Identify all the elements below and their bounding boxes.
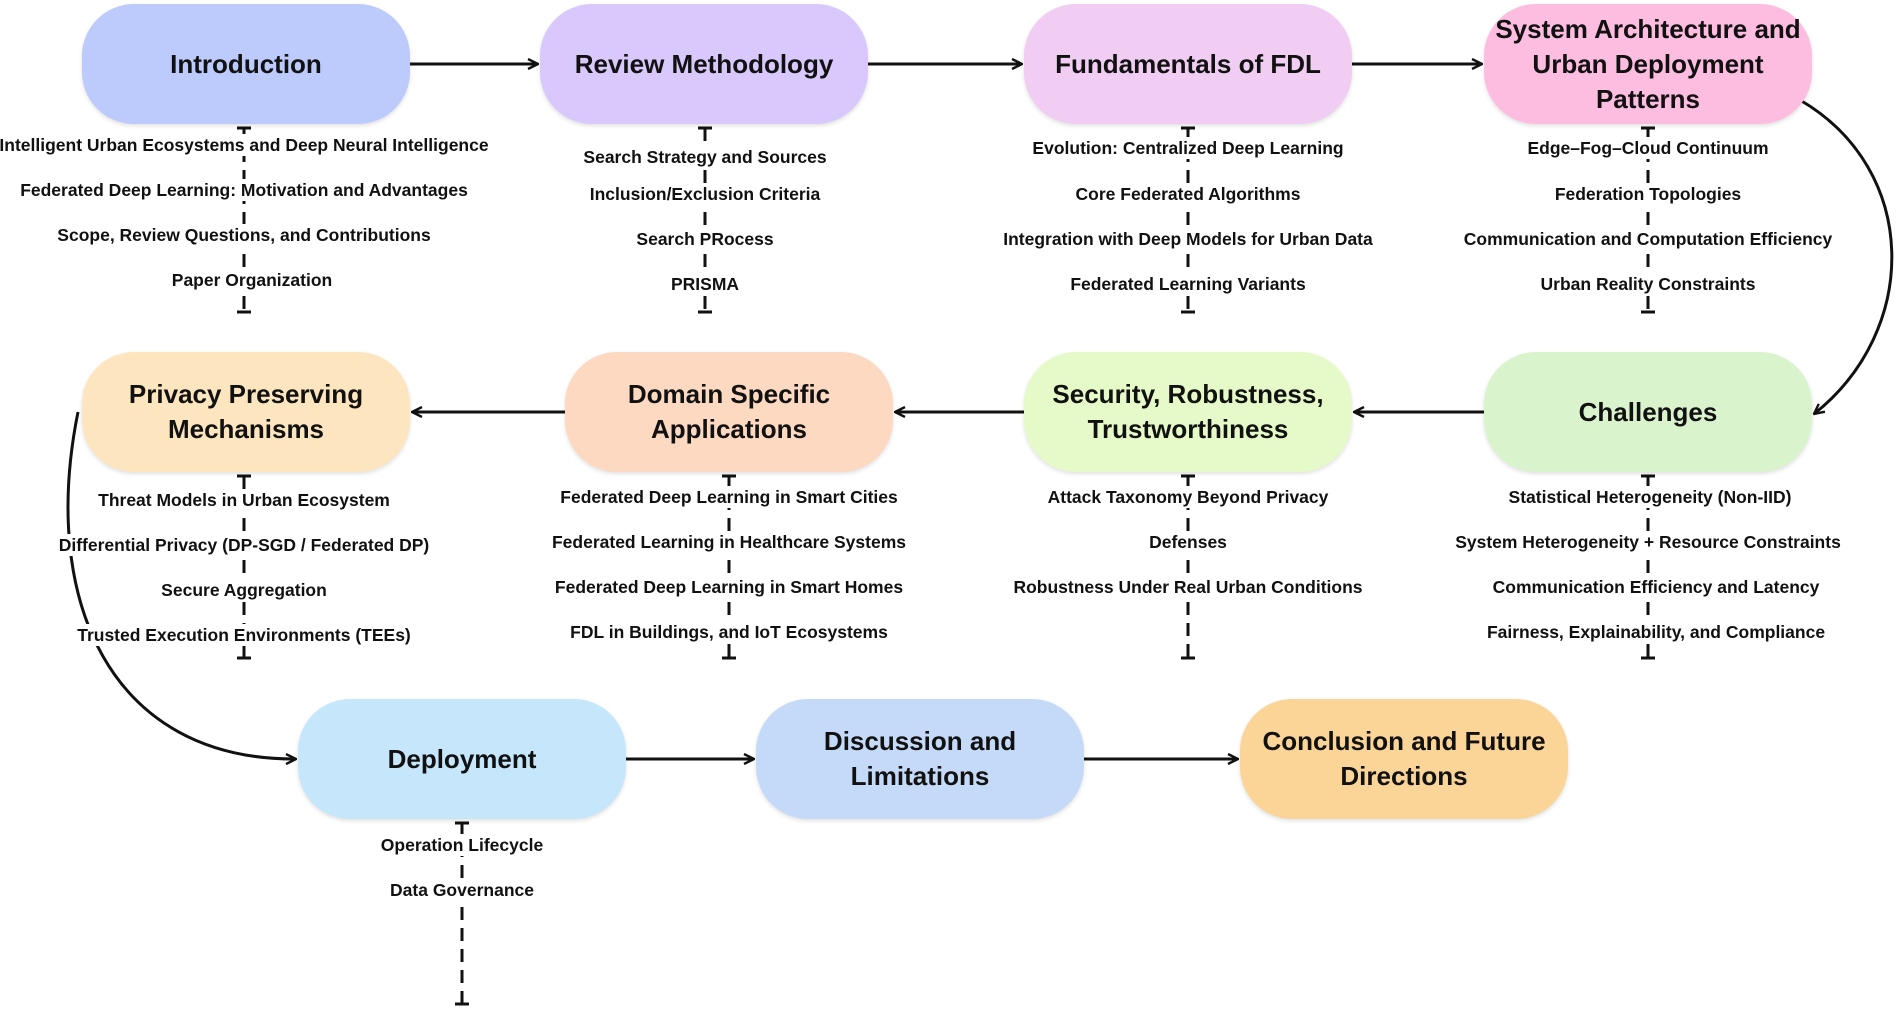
section-title-fundamentals: Fundamentals of FDL: [1055, 48, 1321, 79]
review-methodology-subtopic: Search PRocess: [633, 228, 777, 250]
arrow-system-architecture-to-challenges: [1799, 98, 1894, 414]
section-box-introduction: Introduction: [82, 4, 410, 124]
challenges-subtopic: Fairness, Explainability, and Compliance: [1483, 621, 1829, 643]
review-methodology-subtopic: Inclusion/Exclusion Criteria: [586, 183, 824, 205]
section-box-discussion: Discussion and Limitations: [756, 699, 1084, 819]
section-box-conclusion: Conclusion and Future Directions: [1240, 699, 1568, 819]
privacy-subtopic: Secure Aggregation: [158, 579, 330, 601]
section-title-challenges: Challenges: [1578, 396, 1718, 427]
system-architecture-subtopic: Federation Topologies: [1551, 183, 1745, 205]
security-subtopic: Defenses: [1146, 531, 1230, 553]
system-architecture-subtopic: Edge–Fog–Cloud Continuum: [1524, 137, 1772, 159]
security-subtopic: Robustness Under Real Urban Conditions: [1010, 576, 1366, 598]
section-box-security: Security, Robustness, Trustworthiness: [1024, 352, 1352, 472]
section-box-review-methodology: Review Methodology: [540, 4, 868, 124]
system-architecture-subtopic: Communication and Computation Efficiency: [1460, 228, 1836, 250]
domain-applications-subtopic: FDL in Buildings, and IoT Ecosystems: [567, 621, 891, 643]
introduction-subtopic: Intelligent Urban Ecosystems and Deep Ne…: [0, 134, 492, 156]
arrow-privacy-to-deployment: [66, 411, 296, 759]
fundamentals-subtopic: Evolution: Centralized Deep Learning: [1029, 137, 1347, 159]
challenges-subtopic: Communication Efficiency and Latency: [1489, 576, 1823, 598]
section-box-challenges: Challenges: [1484, 352, 1812, 472]
introduction-subtopic: Federated Deep Learning: Motivation and …: [17, 179, 471, 201]
privacy-subtopic: Threat Models in Urban Ecosystem: [95, 489, 393, 511]
challenges-subtopic: System Heterogeneity + Resource Constrai…: [1452, 531, 1844, 553]
section-box-fundamentals: Fundamentals of FDL: [1024, 4, 1352, 124]
security-subtopic: Attack Taxonomy Beyond Privacy: [1044, 486, 1332, 508]
privacy-subtopic: Trusted Execution Environments (TEEs): [74, 624, 414, 646]
introduction-subtopic: Scope, Review Questions, and Contributio…: [54, 224, 434, 246]
challenges-subtopic: Statistical Heterogeneity (Non-IID): [1505, 486, 1795, 508]
section-box-privacy: Privacy Preserving Mechanisms: [82, 352, 410, 472]
fundamentals-subtopic: Core Federated Algorithms: [1072, 183, 1304, 205]
review-methodology-subtopic: Search Strategy and Sources: [580, 146, 830, 168]
domain-applications-subtopic: Federated Deep Learning in Smart Cities: [557, 486, 901, 508]
section-title-privacy: Privacy Preserving Mechanisms: [128, 379, 364, 444]
section-title-deployment: Deployment: [387, 743, 537, 774]
section-box-system-architecture: System Architecture and Urban Deployment…: [1484, 4, 1812, 124]
introduction-subtopic: Paper Organization: [168, 269, 336, 291]
section-box-deployment: Deployment: [298, 699, 626, 819]
system-architecture-subtopic: Urban Reality Constraints: [1537, 273, 1759, 295]
section-title-system-architecture: System Architecture and Urban Deployment…: [1495, 13, 1801, 114]
section-title-security: Security, Robustness, Trustworthiness: [1052, 379, 1324, 444]
section-box-domain-applications: Domain Specific Applications: [565, 352, 893, 472]
domain-applications-subtopic: Federated Learning in Healthcare Systems: [548, 531, 910, 553]
domain-applications-subtopic: Federated Deep Learning in Smart Homes: [551, 576, 907, 598]
section-title-review-methodology: Review Methodology: [574, 48, 834, 79]
deployment-subtopic: Operation Lifecycle: [377, 834, 547, 856]
section-title-introduction: Introduction: [170, 48, 322, 79]
section-title-domain-applications: Domain Specific Applications: [627, 379, 831, 444]
deployment-subtopic: Data Governance: [387, 879, 537, 901]
privacy-subtopic: Differential Privacy (DP-SGD / Federated…: [55, 534, 433, 556]
section-title-conclusion: Conclusion and Future Directions: [1262, 726, 1546, 791]
fundamentals-subtopic: Integration with Deep Models for Urban D…: [1000, 228, 1376, 250]
section-title-discussion: Discussion and Limitations: [823, 726, 1017, 791]
review-methodology-subtopic: PRISMA: [667, 273, 743, 295]
fundamentals-subtopic: Federated Learning Variants: [1067, 273, 1309, 295]
